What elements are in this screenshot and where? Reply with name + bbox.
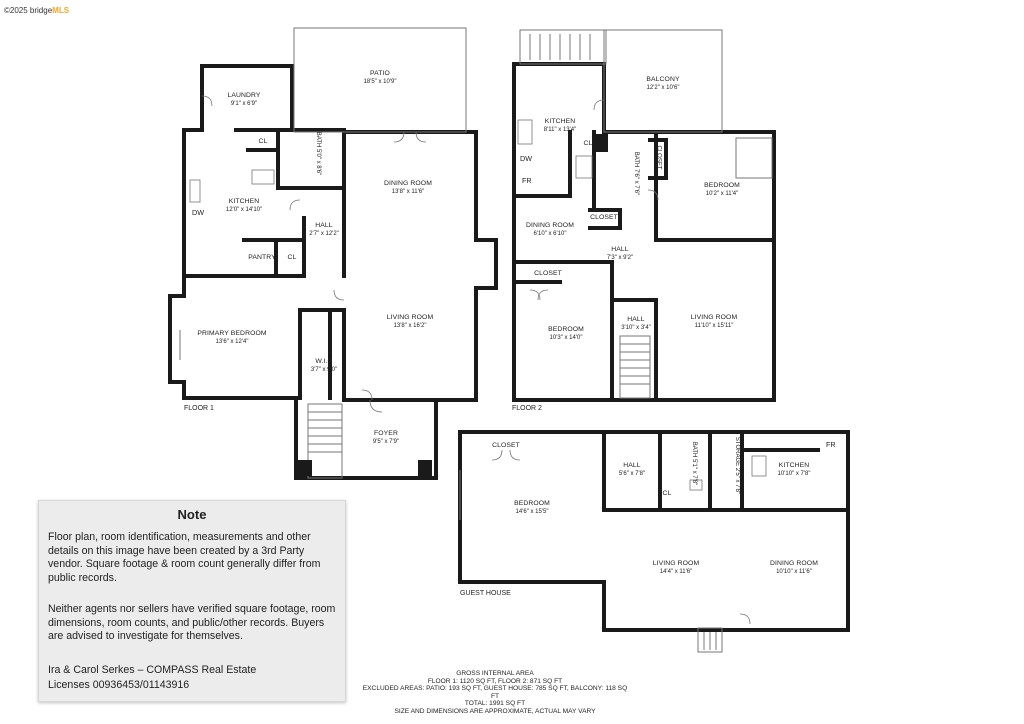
guest-walls [458,430,850,632]
gh-fr: FR [826,440,836,449]
f2-closet1: CLOSET [655,145,662,170]
f2-cl: CL [583,140,593,147]
f2-bath: BATH 7'6" x 7'6" [633,151,640,196]
f1-cl2: CL [287,254,297,261]
gh-storage: STORAGE 2'5" x 7'8" [734,436,741,495]
guest-house-label: GUEST HOUSE [460,590,511,597]
note-paragraph-1: Floor plan, room identification, measure… [48,531,321,584]
gh-closet: CLOSET [492,442,520,449]
gross-title: GROSS INTERNAL AREA [456,670,534,677]
f2-fr: FR [522,176,532,185]
floor1-walls [168,64,498,480]
note-panel: Note Floor plan, room identification, me… [38,500,346,702]
f2-dw: DW [520,154,532,163]
gross-line-2: EXCLUDED AREAS: PATIO: 193 SQ FT, GUEST … [362,685,628,700]
f1-bath: BATH 5'0" x 8'6" [315,131,322,176]
note-licenses: Licenses 00936453/01143916 [48,679,190,691]
gross-line-1: FLOOR 1: 1120 SQ FT, FLOOR 2: 871 SQ FT [427,677,563,685]
note-title: Note [177,507,207,522]
floor2-label: FLOOR 2 [512,405,542,412]
copyright-text: ©2025 bridge [4,6,53,15]
gh-cl: CL [662,490,672,497]
gross-area-summary: GROSS INTERNAL AREA FLOOR 1: 1120 SQ FT,… [360,670,630,716]
gross-line-4: SIZE AND DIMENSIONS ARE APPROXIMATE, ACT… [394,707,596,715]
floor1-label: FLOOR 1 [184,405,214,412]
gh-bath: BATH 5'1" x 7'8" [691,441,698,486]
f1-dw: DW [192,208,204,217]
f1-pantry: PANTRY [248,254,276,261]
f1-cl: CL [258,138,268,145]
f2-closet3: CLOSET [534,270,562,277]
mls-brand: MLS [52,6,70,15]
f2-closet2: CLOSET [590,214,618,221]
copyright-logo: ©2025 bridgeMLS [4,6,69,15]
gross-line-3: TOTAL: 1991 SQ FT [464,700,526,708]
note-paragraph-2: Neither agents nor sellers have verified… [48,603,336,643]
note-agent: Ira & Carol Serkes – COMPASS Real Estate [48,664,257,676]
